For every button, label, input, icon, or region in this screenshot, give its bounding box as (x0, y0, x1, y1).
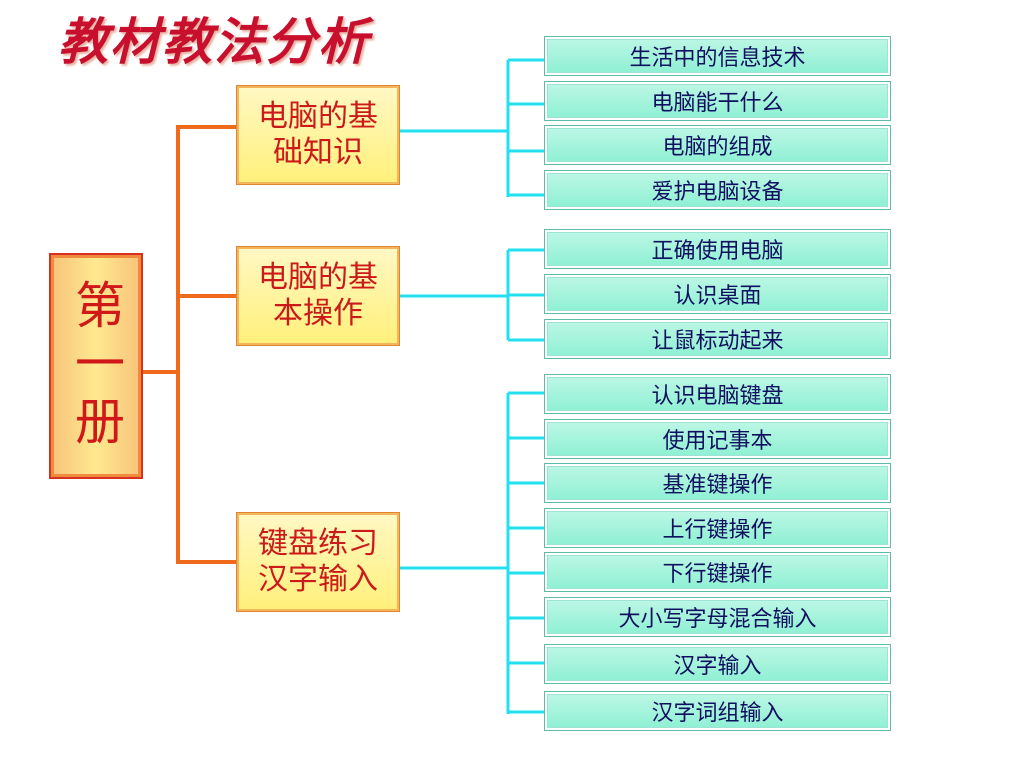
leaf-node: 正确使用电脑 (544, 229, 891, 269)
leaf-node: 电脑的组成 (544, 125, 891, 165)
leaf-node: 上行键操作 (544, 508, 891, 548)
leaf-node: 认识电脑键盘 (544, 374, 891, 414)
root-node-volume-1: 第一册 (49, 253, 143, 479)
leaf-node: 让鼠标动起来 (544, 319, 891, 359)
leaf-node: 大小写字母混合输入 (544, 597, 891, 637)
leaf-node: 下行键操作 (544, 552, 891, 592)
category-label-line: 本操作 (273, 296, 363, 331)
root-node-label: 第一册 (67, 279, 125, 453)
leaf-node: 汉字词组输入 (544, 691, 891, 731)
leaf-node: 认识桌面 (544, 274, 891, 314)
leaf-node: 爱护电脑设备 (544, 170, 891, 210)
category-label-line: 电脑的基 (258, 260, 378, 295)
leaf-node: 电脑能干什么 (544, 81, 891, 121)
slide-title: 教材教法分析 (58, 13, 370, 71)
category-label-line: 础知识 (273, 135, 363, 170)
category-node-basic-operation: 电脑的基 本操作 (236, 246, 400, 346)
category-node-keyboard-input: 键盘练习 汉字输入 (236, 512, 400, 612)
leaf-node: 使用记事本 (544, 419, 891, 459)
leaf-node: 生活中的信息技术 (544, 36, 891, 76)
category-label-line: 汉字输入 (258, 562, 378, 597)
leaf-node: 基准键操作 (544, 463, 891, 503)
category-label-line: 电脑的基 (258, 99, 378, 134)
category-label-line: 键盘练习 (258, 526, 378, 561)
category-node-basic-knowledge: 电脑的基 础知识 (236, 85, 400, 185)
leaf-node: 汉字输入 (544, 644, 891, 684)
